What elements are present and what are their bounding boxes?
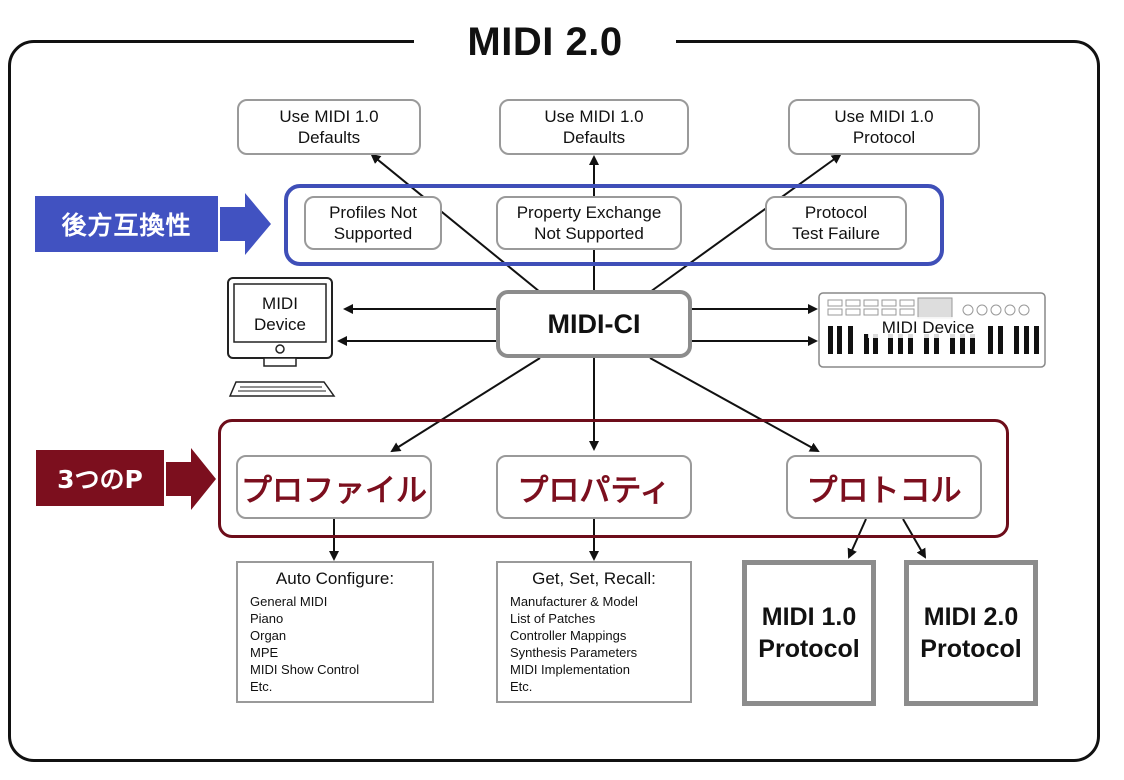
computer-device-label: MIDI Device: [234, 293, 326, 335]
three-p-label: 3つのP: [36, 450, 164, 506]
defaults-left-line2: Defaults: [297, 128, 361, 147]
profiles-detail-item: Organ: [250, 628, 287, 643]
profiles-not-supported-box: Profiles Not Supported: [304, 196, 442, 250]
arrow-to-midi2-protocol: [902, 518, 927, 559]
profiles-detail-item: MIDI Show Control: [250, 662, 360, 677]
protocol-default-line1: Use MIDI 1.0: [834, 107, 934, 126]
property-ns-line2: Not Supported: [534, 224, 644, 243]
profiles-detail-item: General MIDI: [250, 594, 328, 609]
midi2-protocol-line1: MIDI 2.0: [923, 603, 1019, 631]
protocol-test-failure-box: Protocol Test Failure: [765, 196, 907, 250]
profiles-detail-item: MPE: [250, 645, 279, 660]
properties-detail-box: Get, Set, Recall: Manufacturer & Model L…: [496, 561, 692, 703]
computer-icon: [227, 277, 336, 397]
protocol-box: プロトコル: [786, 455, 982, 519]
arrow-to-profiles: [390, 357, 541, 453]
property-ns-line1: Property Exchange: [516, 203, 662, 222]
protocol-default-line2: Protocol: [852, 128, 916, 147]
profiles-detail-box: Auto Configure: General MIDI Piano Organ…: [236, 561, 434, 703]
defaults-box-mid: Use MIDI 1.0 Defaults: [499, 99, 689, 155]
protocol-tf-line1: Protocol: [804, 203, 868, 222]
computer-label-line1: MIDI: [262, 294, 298, 313]
properties-detail-item: List of Patches: [510, 611, 596, 626]
profiles-ns-line1: Profiles Not: [329, 203, 417, 222]
properties-detail-item: Etc.: [510, 679, 533, 694]
protocol-label: プロトコル: [806, 472, 962, 509]
properties-detail-item: Synthesis Parameters: [510, 645, 638, 660]
profiles-ns-line2: Supported: [333, 224, 413, 243]
arrow-to-protocols: [649, 357, 820, 452]
properties-detail-heading: Get, Set, Recall:: [532, 569, 656, 588]
keyboard-device-label: MIDI Device: [868, 317, 988, 338]
three-p-group: [218, 419, 1009, 538]
properties-detail-item: Controller Mappings: [510, 628, 627, 643]
profiles-detail-item: Piano: [250, 611, 284, 626]
arrow-to-midi1-protocol: [847, 518, 867, 559]
red-pointer-arrow: [166, 448, 216, 510]
midi1-protocol-line1: MIDI 1.0: [761, 603, 857, 631]
property-exchange-not-supported-box: Property Exchange Not Supported: [496, 196, 682, 250]
property-box: プロパティ: [496, 455, 692, 519]
arrow-to-defaults-left: [370, 153, 541, 293]
profile-box: プロファイル: [236, 455, 432, 519]
blue-pointer-arrow: [220, 193, 271, 255]
midi1-protocol-line2: Protocol: [758, 635, 860, 663]
diagram-title: MIDI 2.0: [467, 19, 623, 64]
protocol-tf-line2: Test Failure: [792, 224, 880, 243]
properties-detail-item: MIDI Implementation: [510, 662, 630, 677]
property-label: プロパティ: [517, 472, 671, 509]
midi1-protocol-box: MIDI 1.0 Protocol: [742, 560, 876, 706]
midi-ci-box: MIDI-CI: [496, 290, 692, 358]
defaults-mid-line1: Use MIDI 1.0: [544, 107, 644, 126]
defaults-left-line1: Use MIDI 1.0: [279, 107, 379, 126]
arrow-to-protocol-top: [649, 153, 842, 293]
midi-ci-label: MIDI-CI: [547, 308, 641, 339]
backward-compat-group: [284, 184, 944, 266]
defaults-box-left: Use MIDI 1.0 Defaults: [237, 99, 421, 155]
profiles-detail-item: Etc.: [250, 679, 273, 694]
midi2-protocol-line2: Protocol: [920, 635, 1022, 663]
backward-compat-label: 後方互換性: [35, 196, 218, 252]
title-container: MIDI 2.0: [414, 12, 676, 72]
protocol-default-box: Use MIDI 1.0 Protocol: [788, 99, 980, 155]
profiles-detail-heading: Auto Configure:: [275, 569, 395, 588]
midi2-protocol-box: MIDI 2.0 Protocol: [904, 560, 1038, 706]
profile-label: プロファイル: [241, 472, 427, 509]
computer-label-line2: Device: [254, 315, 306, 334]
defaults-mid-line2: Defaults: [562, 128, 626, 147]
properties-detail-item: Manufacturer & Model: [510, 594, 638, 609]
